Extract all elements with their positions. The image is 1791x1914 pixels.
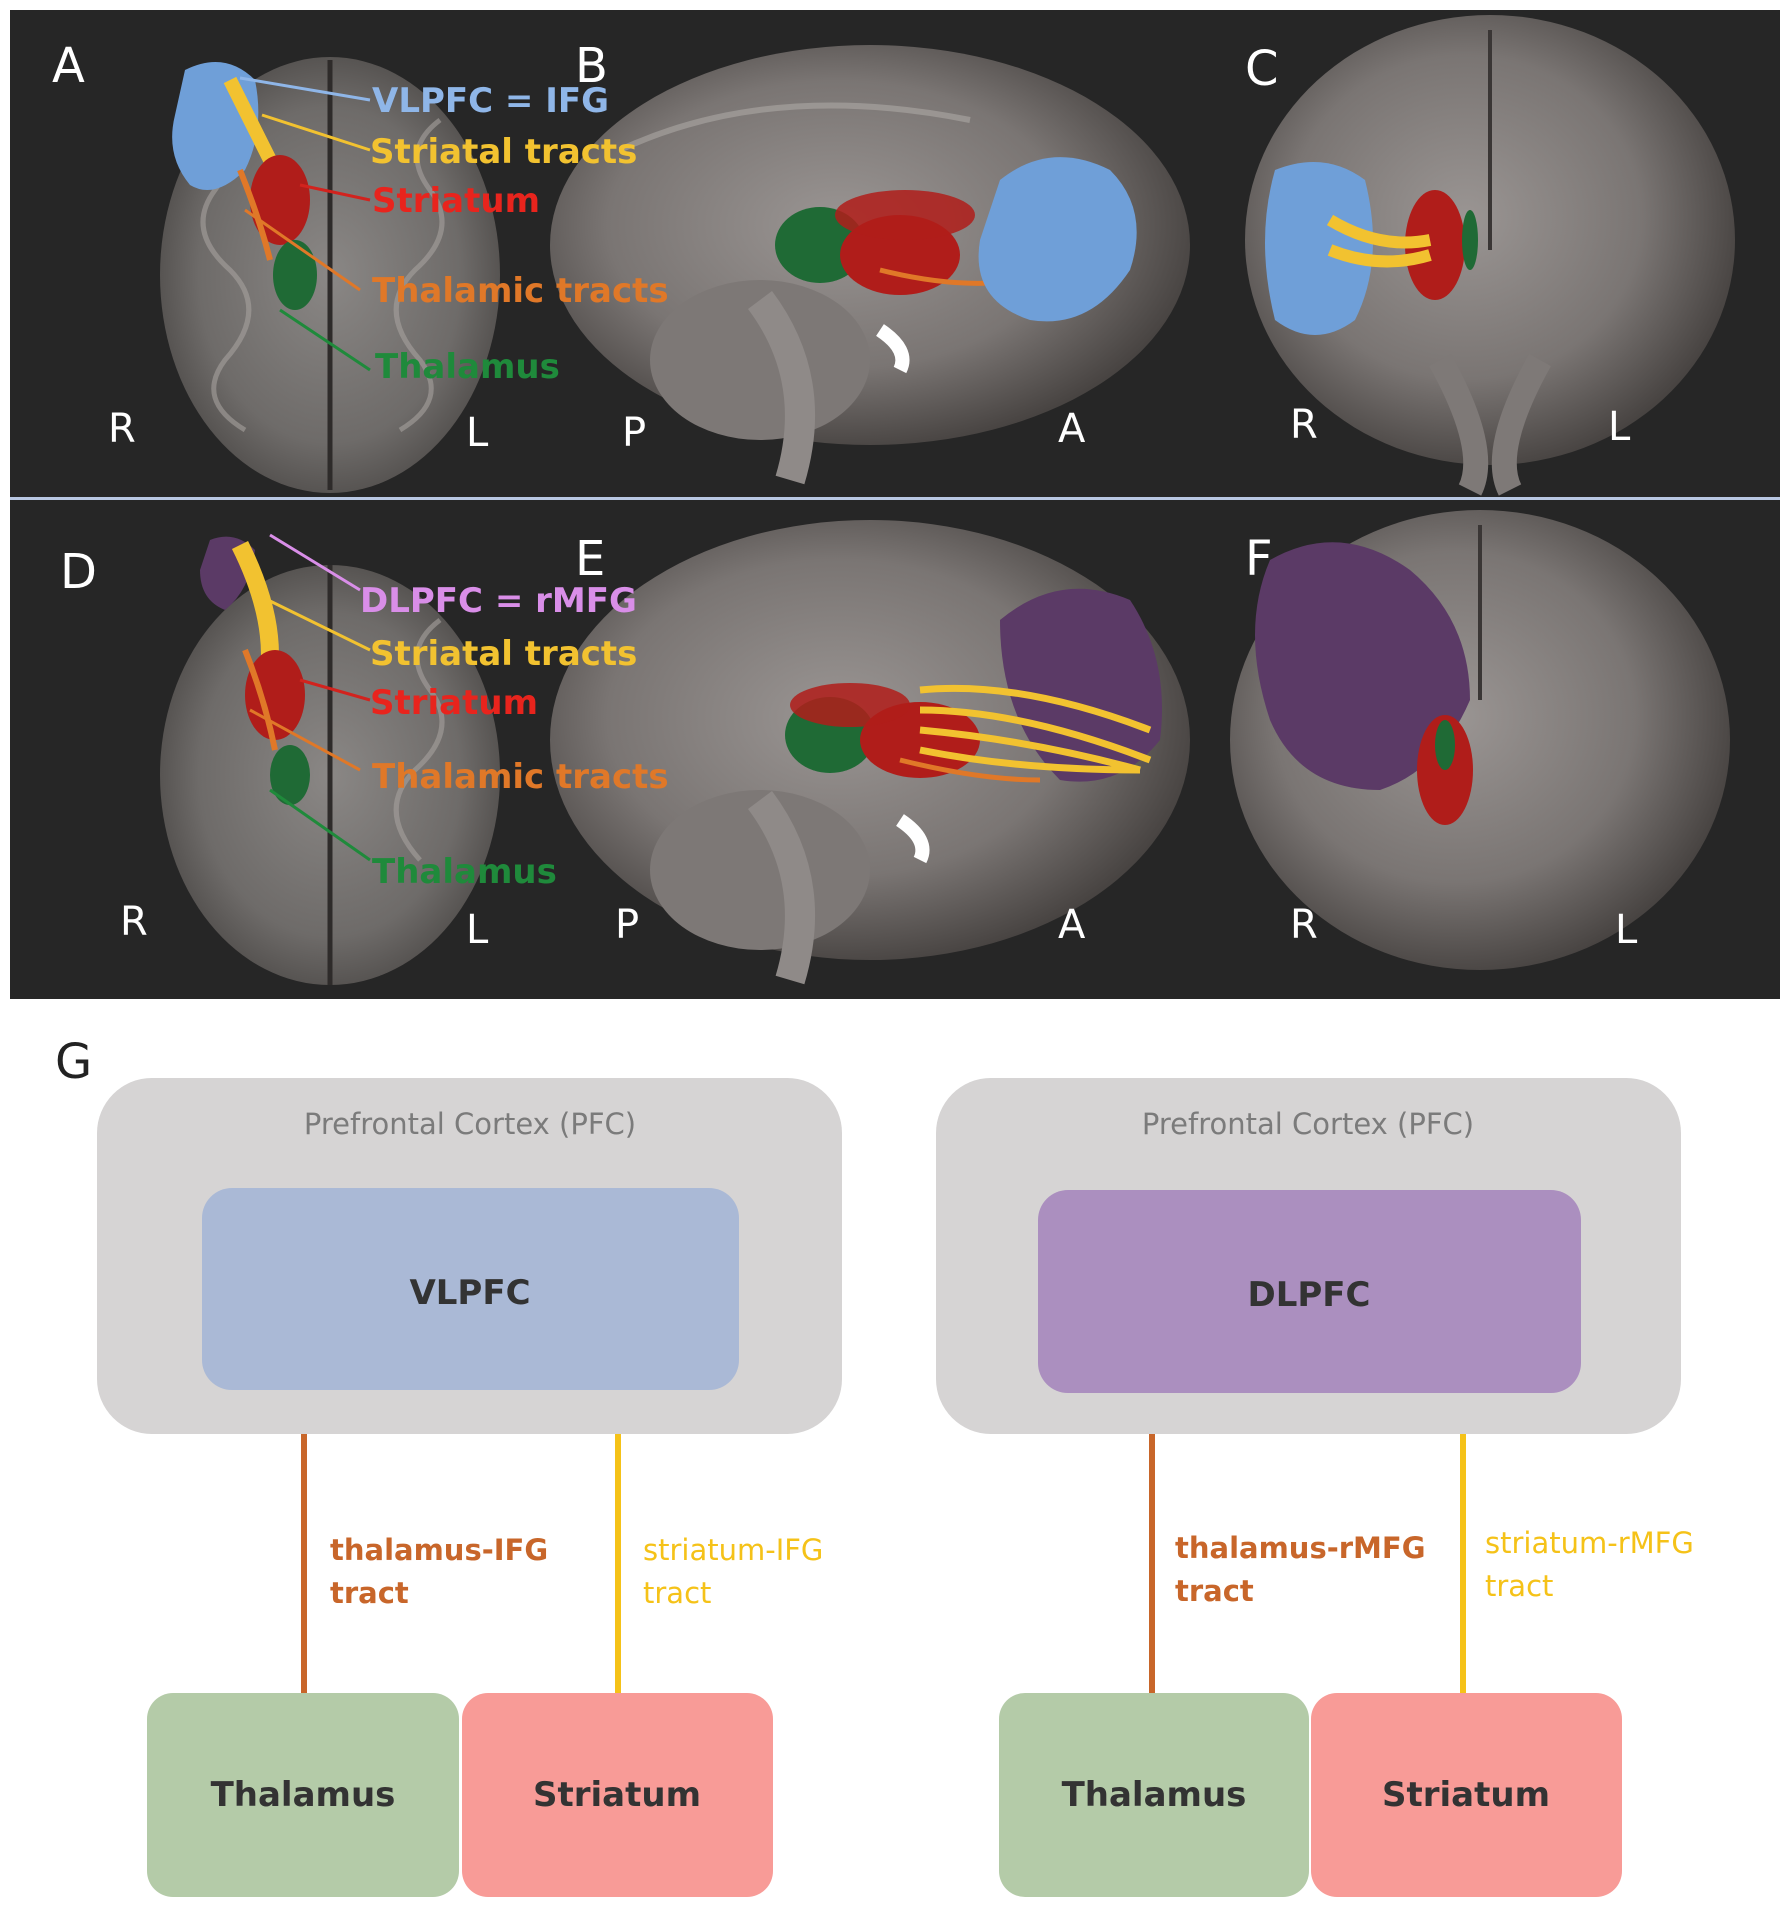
orient-d-left: R [120, 899, 148, 945]
orient-f-left: R [1290, 902, 1318, 948]
panel-e-sagittal-brain [550, 520, 1190, 985]
label-thalamus-d: Thalamus [372, 852, 557, 892]
pfc-label-right: Prefrontal Cortex (PFC) [1142, 1107, 1474, 1141]
schematic-left: Prefrontal Cortex (PFC) VLPFC thalamus-I… [97, 1078, 842, 1897]
panel-letter-e: E [575, 531, 605, 587]
thalamus-rmfg-tract-label: thalamus-rMFG tract [1175, 1531, 1436, 1608]
label-striatal-tracts-a: Striatal tracts [370, 132, 637, 172]
label-striatal-tracts-d: Striatal tracts [370, 634, 637, 674]
panel-b-sagittal-brain [550, 45, 1190, 485]
orient-a-right: L [466, 410, 489, 456]
thalamus-label-right: Thalamus [1062, 1775, 1247, 1815]
striatum-label-right: Striatum [1382, 1775, 1550, 1815]
panel-letter-b: B [575, 38, 608, 94]
thalamus-label-left: Thalamus [211, 1775, 396, 1815]
orient-e-left: P [615, 902, 639, 948]
label-thalamus-a: Thalamus [375, 347, 560, 387]
orient-b-left: P [622, 410, 646, 456]
label-vlpfc-ifg: VLPFC = IFG [372, 81, 609, 121]
panel-letter-f: F [1245, 531, 1273, 587]
orient-e-right: A [1058, 902, 1086, 948]
orient-b-right: A [1058, 406, 1086, 452]
schematic-right: Prefrontal Cortex (PFC) DLPFC thalamus-r… [936, 1078, 1703, 1897]
panel-letter-a: A [52, 38, 85, 94]
orient-c-right: L [1608, 404, 1631, 450]
dlpfc-label: DLPFC [1248, 1275, 1371, 1315]
panel-c-coronal-brain [1245, 15, 1735, 496]
panel-letter-d: D [60, 544, 97, 600]
striatum-ifg-tract-label: striatum-IFG tract [643, 1533, 833, 1610]
striatum-box-right [1311, 1693, 1622, 1897]
label-striatum-a: Striatum [372, 181, 540, 221]
thalamus-box-right [999, 1693, 1309, 1897]
label-thalamic-tracts-d: Thalamic tracts [372, 757, 669, 797]
orient-a-left: R [108, 406, 136, 452]
vlpfc-label: VLPFC [409, 1273, 530, 1313]
panel-letter-c: C [1245, 41, 1279, 97]
thalamus-box-left [147, 1693, 459, 1897]
thalamus-ifg-tract-label: thalamus-IFG tract [330, 1533, 558, 1610]
label-dlpfc-rmfg: DLPFC = rMFG [360, 581, 637, 621]
orient-d-right: L [466, 907, 489, 953]
vlpfc-box [202, 1188, 739, 1390]
striatum-rmfg-tract-label: striatum-rMFG tract [1485, 1526, 1703, 1603]
striatum-label-left: Striatum [533, 1775, 701, 1815]
pfc-label-left: Prefrontal Cortex (PFC) [304, 1107, 636, 1141]
orient-c-left: R [1290, 402, 1318, 448]
mri-figure: A B C D E F VLPFC = IFG Striatal tracts … [10, 10, 1780, 999]
label-thalamic-tracts-a: Thalamic tracts [372, 271, 669, 311]
panel-d-axial-brain [160, 533, 500, 985]
striatum-box-left [462, 1693, 773, 1897]
orient-f-right: L [1615, 907, 1638, 953]
panel-letter-g: G [55, 1034, 92, 1090]
schematic-g: G Prefrontal Cortex (PFC) VLPFC thalamus… [55, 1034, 1703, 1897]
dlpfc-box [1038, 1190, 1581, 1393]
row-divider [10, 497, 1780, 500]
panel-a-axial-brain [160, 57, 500, 493]
label-striatum-d: Striatum [370, 683, 538, 723]
panel-f-coronal-brain [1230, 510, 1730, 970]
